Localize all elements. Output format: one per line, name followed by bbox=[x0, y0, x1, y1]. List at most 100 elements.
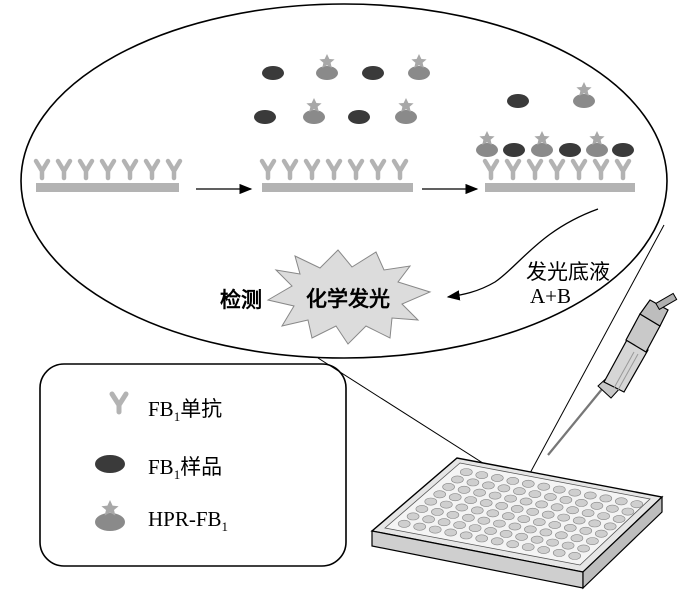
plate-well bbox=[501, 512, 515, 521]
plate-well bbox=[575, 498, 588, 507]
legend-box bbox=[39, 363, 347, 567]
plate-well bbox=[603, 522, 617, 531]
substrate-arrow bbox=[446, 208, 599, 301]
plate-well bbox=[415, 505, 429, 513]
plate-well bbox=[495, 501, 509, 510]
chemiluminescence-label: 化学发光 bbox=[306, 287, 390, 311]
plate-well bbox=[508, 522, 522, 531]
legend-suffix: 样品 bbox=[180, 455, 223, 479]
plate-well bbox=[544, 493, 557, 501]
legend-subscript: 1 bbox=[221, 519, 229, 535]
plate-well bbox=[526, 507, 540, 516]
substrate-label: 发光底液 bbox=[526, 260, 610, 284]
plate-well bbox=[530, 535, 544, 544]
plate-well bbox=[464, 496, 478, 504]
plate-well bbox=[548, 521, 562, 529]
plate-well bbox=[577, 544, 590, 553]
plate-well bbox=[453, 521, 466, 529]
plate-well bbox=[606, 504, 619, 513]
plate-well bbox=[550, 503, 564, 512]
substrate-components: A+B bbox=[530, 284, 572, 308]
plate-well bbox=[448, 493, 462, 502]
connector-line-right bbox=[521, 224, 665, 489]
legend-row-sample: FB1样品 bbox=[148, 451, 222, 483]
plate-well bbox=[537, 546, 551, 554]
plate-well bbox=[473, 488, 486, 497]
microplate bbox=[370, 457, 664, 590]
plate-well bbox=[586, 537, 599, 545]
plate-well bbox=[572, 516, 586, 525]
chemiluminescence-burst bbox=[266, 249, 432, 345]
plate-well bbox=[519, 497, 533, 506]
plate-well bbox=[424, 497, 438, 506]
plate-well bbox=[444, 528, 458, 537]
legend-main-text: FB bbox=[148, 455, 174, 479]
panel-2-incubation bbox=[254, 54, 430, 192]
plate-well bbox=[486, 509, 500, 518]
legend-subscript: 1 bbox=[173, 467, 181, 483]
plate-well bbox=[433, 490, 447, 499]
plate-well bbox=[459, 468, 473, 476]
plate-well bbox=[488, 491, 502, 500]
plate-well bbox=[439, 500, 453, 509]
plate-well bbox=[442, 482, 455, 491]
plate-well bbox=[475, 471, 489, 479]
plate-well bbox=[499, 530, 513, 538]
plate-well bbox=[561, 541, 575, 550]
plate-well bbox=[579, 526, 593, 535]
panel-3-bound-complex bbox=[476, 82, 635, 192]
plate-well bbox=[493, 519, 506, 528]
plate-well bbox=[566, 506, 579, 515]
plate-well bbox=[588, 519, 602, 528]
plate-well bbox=[568, 488, 582, 497]
plate-well bbox=[594, 529, 608, 538]
plate-well bbox=[484, 527, 497, 535]
plate-well bbox=[431, 507, 444, 516]
legend-row-conjugate: HPR-FB1 bbox=[148, 507, 228, 535]
plate-well bbox=[466, 478, 480, 487]
plate-well bbox=[468, 524, 482, 532]
plate-well bbox=[479, 499, 493, 507]
plate-well bbox=[621, 507, 635, 516]
plate-well bbox=[513, 487, 526, 496]
plate-well bbox=[521, 479, 535, 488]
plate-well bbox=[515, 532, 528, 541]
plate-well bbox=[539, 528, 553, 537]
plate-well bbox=[506, 540, 520, 549]
plate-well bbox=[477, 516, 491, 525]
plate-well bbox=[397, 519, 411, 528]
plate-well bbox=[559, 495, 573, 504]
plate-well bbox=[532, 518, 546, 526]
plate-well bbox=[506, 476, 520, 485]
plate-well bbox=[552, 485, 566, 494]
sample-ellipse-icon bbox=[95, 455, 125, 473]
plate-well bbox=[455, 503, 469, 512]
plate-well bbox=[597, 512, 610, 520]
plate-well bbox=[475, 534, 489, 543]
plate-well bbox=[406, 512, 420, 521]
plate-well bbox=[590, 501, 604, 510]
plate-well bbox=[521, 543, 535, 551]
plate-well bbox=[563, 524, 577, 532]
plate-well bbox=[490, 537, 504, 546]
legend-main-text: FB bbox=[148, 397, 174, 421]
plate-well bbox=[528, 490, 542, 498]
plate-well bbox=[470, 506, 484, 515]
plate-well bbox=[612, 515, 626, 523]
plate-well bbox=[428, 525, 442, 534]
magnified-view-ellipse bbox=[20, 3, 668, 359]
plate-well bbox=[535, 500, 548, 509]
plate-well bbox=[437, 518, 451, 527]
plate-well bbox=[557, 513, 571, 522]
plate-well bbox=[524, 525, 537, 534]
panel-1-coated-antibodies bbox=[36, 161, 180, 192]
legend-row-antibody: FB1单抗 bbox=[148, 393, 222, 425]
plate-well bbox=[482, 481, 495, 490]
plate-well bbox=[568, 552, 582, 560]
plate-well bbox=[630, 500, 644, 509]
plate-well bbox=[490, 474, 504, 482]
plate-well bbox=[552, 549, 566, 557]
antibody-icon bbox=[109, 391, 129, 415]
plate-well bbox=[541, 510, 555, 519]
legend-suffix: 单抗 bbox=[180, 397, 223, 421]
